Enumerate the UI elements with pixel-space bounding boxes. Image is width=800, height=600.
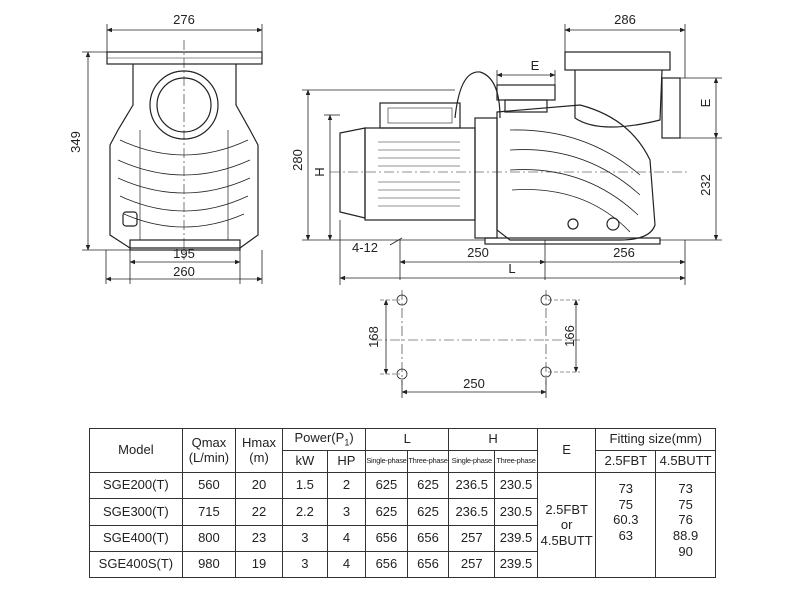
dim-side-base-256: 256: [613, 245, 635, 260]
cell-kw: 2.2: [281, 498, 328, 526]
header-l: L: [365, 427, 450, 452]
header-fitting: Fitting size(mm): [595, 427, 716, 452]
dim-side-height-280: 280: [290, 149, 305, 171]
dim-side-top-width: 286: [614, 12, 636, 27]
header-l-three-phase: Three-phase: [406, 450, 450, 474]
cell-model: SGE400(T): [89, 524, 183, 552]
cell-h-single: 257: [448, 524, 496, 552]
dim-front-height: 349: [68, 131, 83, 153]
dim-footprint-width: 250: [463, 376, 485, 391]
footprint-view: [372, 290, 580, 398]
cell-qmax: 715: [181, 498, 237, 526]
cell-h-three: 230.5: [494, 498, 538, 526]
dim-side-e-right: E: [698, 98, 713, 107]
cell-l-single: 625: [365, 498, 408, 526]
header-fbt: 2.5FBT: [595, 450, 657, 474]
header-kw: kW: [281, 450, 328, 474]
cell-hp: 4: [326, 524, 367, 552]
cell-hmax: 19: [235, 550, 283, 579]
table-row: SGE200(T) 560 20 1.5 2 625 625 236.5 230…: [89, 472, 716, 578]
cell-model: SGE200(T): [89, 472, 183, 500]
header-l-single-phase: Single-phase: [365, 450, 408, 474]
dim-side-length-l: L: [508, 261, 515, 276]
cell-l-three: 625: [406, 472, 450, 500]
side-view-dimensions: [302, 24, 722, 285]
cell-qmax: 800: [181, 524, 237, 552]
cell-l-single: 625: [365, 472, 408, 500]
header-qmax: Qmax(L/min): [181, 427, 237, 474]
dim-footprint-left: 168: [366, 326, 381, 348]
table-row: SGE400S(T) 980 19 3 4 656 656 257 239.5: [89, 550, 716, 579]
dim-side-e-top: E: [531, 58, 540, 73]
cell-h-three: 230.5: [494, 472, 538, 500]
cell-model: SGE300(T): [89, 498, 183, 526]
dim-front-width-top: 276: [173, 12, 195, 27]
cell-h-three: 239.5: [494, 550, 538, 579]
cell-l-three: 656: [406, 524, 450, 552]
dim-footprint-right: 166: [562, 325, 577, 347]
header-h: H: [448, 427, 538, 452]
cell-qmax: 980: [181, 550, 237, 579]
cell-hp: 2: [326, 472, 367, 500]
cell-hmax: 23: [235, 524, 283, 552]
cell-l-single: 656: [365, 550, 408, 579]
cell-model: SGE400S(T): [89, 550, 183, 579]
cell-l-three: 656: [406, 550, 450, 579]
dim-front-base-inner: 195: [173, 246, 195, 261]
cell-l-single: 656: [365, 524, 408, 552]
header-hmax: Hmax(m): [235, 427, 283, 474]
cell-qmax: 560: [181, 472, 237, 500]
front-view: [106, 40, 263, 260]
cell-kw: 3: [281, 550, 328, 579]
technical-drawing: 276 349 195 260: [68, 12, 722, 398]
header-e: E: [536, 427, 597, 474]
cell-hp: 3: [326, 498, 367, 526]
side-view: [330, 51, 690, 245]
dim-side-base-250: 250: [467, 245, 489, 260]
dim-side-h-label: H: [312, 167, 327, 176]
header-power: Power(P1): [281, 427, 367, 452]
header-model: Model: [89, 427, 183, 474]
cell-h-single: 236.5: [448, 472, 496, 500]
cell-l-three: 625: [406, 498, 450, 526]
header-h-single-phase: Single-phase: [448, 450, 496, 474]
dim-side-bolt: 4-12: [352, 240, 378, 255]
dim-front-base-outer: 260: [173, 264, 195, 279]
cell-kw: 1.5: [281, 472, 328, 500]
header-butt: 4.5BUTT: [655, 450, 716, 474]
cell-hmax: 22: [235, 498, 283, 526]
cell-h-three: 239.5: [494, 524, 538, 552]
cell-hp: 4: [326, 550, 367, 579]
cell-h-single: 257: [448, 550, 496, 579]
front-view-dimensions: [82, 24, 263, 284]
header-h-three-phase: Three-phase: [494, 450, 538, 474]
cell-hmax: 20: [235, 472, 283, 500]
dim-side-height-232: 232: [698, 174, 713, 196]
spec-table: Model Qmax(L/min) Hmax(m) Power(P1) L H …: [89, 427, 716, 579]
header-hp: HP: [326, 450, 367, 474]
cell-kw: 3: [281, 524, 328, 552]
cell-h-single: 236.5: [448, 498, 496, 526]
